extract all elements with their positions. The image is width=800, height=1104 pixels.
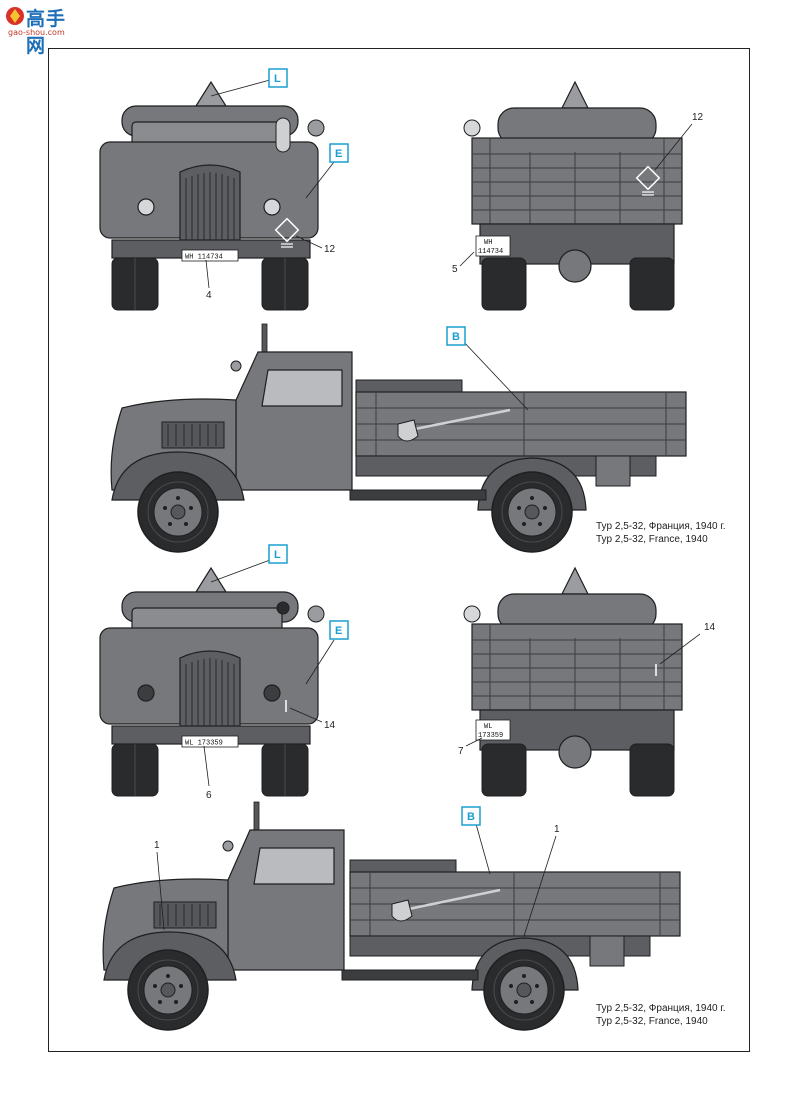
callout-L-top: L xyxy=(274,73,281,85)
logo-text: 高手网 xyxy=(26,8,67,57)
caption-top: Typ 2,5-32, Франция, 1940 г. Typ 2,5-32,… xyxy=(596,520,726,546)
logo-url: gao-shou.com xyxy=(8,28,65,37)
front-plate-top: WH 114734 xyxy=(185,254,223,262)
callout-12-rear-top: 12 xyxy=(692,112,704,123)
caption-bottom-ru: Typ 2,5-32, Франция, 1940 г. xyxy=(596,1003,726,1014)
rear-plate-bottom-l1: WL xyxy=(484,723,492,731)
callout-5: 5 xyxy=(452,264,458,275)
caption-top-en: Typ 2,5-32, France, 1940 xyxy=(596,534,708,545)
front-plate-bottom: WL 173359 xyxy=(185,740,223,748)
caption-bottom: Typ 2,5-32, Франция, 1940 г. Typ 2,5-32,… xyxy=(596,1002,726,1028)
callout-E-bottom: E xyxy=(335,625,342,637)
site-logo: 高手网 gao-shou.com xyxy=(4,4,74,57)
rear-plate-bottom-l2: 173359 xyxy=(478,732,503,740)
side-view-bottom: 1 B 1 xyxy=(102,801,681,1031)
callout-12-front-top: 12 xyxy=(324,244,336,255)
callout-B-bottom: B xyxy=(467,811,475,823)
callout-1-fender: 1 xyxy=(554,824,560,835)
callout-6: 6 xyxy=(206,790,212,801)
callout-L-bottom: L xyxy=(274,549,281,561)
callout-4: 4 xyxy=(206,290,212,301)
rear-view-bottom: WL 173359 14 7 xyxy=(458,566,716,797)
rear-view-top: WH 114734 12 5 xyxy=(452,80,704,311)
rear-plate-top-l1: WH xyxy=(484,239,492,247)
side-view-top: B xyxy=(110,323,687,553)
caption-bottom-en: Typ 2,5-32, France, 1940 xyxy=(596,1016,708,1027)
rear-plate-top-l2: 114734 xyxy=(478,248,503,256)
drawing-frame xyxy=(48,48,750,1052)
caption-top-ru: Typ 2,5-32, Франция, 1940 г. xyxy=(596,521,726,532)
logo-mark-icon xyxy=(6,7,24,25)
front-view-top: WH 114734 L E 12 4 xyxy=(99,68,349,311)
callout-7: 7 xyxy=(458,746,464,757)
callout-E-top: E xyxy=(335,148,342,160)
callout-1-cab: 1 xyxy=(154,840,160,851)
callout-14-front-bottom: 14 xyxy=(324,720,336,731)
callout-14-rear-bottom: 14 xyxy=(704,622,716,633)
front-view-bottom: WL 173359 L E 14 6 xyxy=(99,544,349,801)
callout-B-top: B xyxy=(452,331,460,343)
